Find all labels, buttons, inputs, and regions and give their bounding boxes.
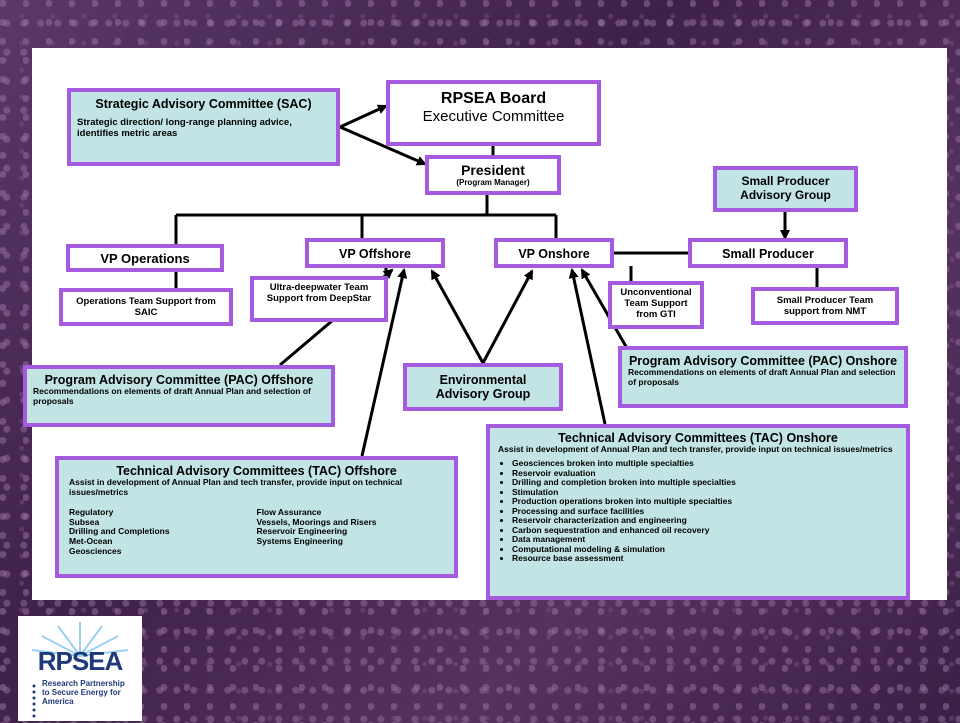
tac-offshore-item: Systems Engineering	[256, 536, 343, 547]
tac-onshore-item: Reservoir evaluation	[512, 468, 898, 479]
pac-offshore-desc: Recommendations on elements of draft Ann…	[33, 386, 311, 407]
vp-operations-box: VP Operations	[66, 244, 224, 272]
tac-offshore-arrow	[360, 268, 408, 457]
ops-support-box: Operations Team Support from SAIC	[59, 288, 233, 326]
tac-offshore-item: Subsea	[69, 516, 100, 527]
tac-onshore-item: Data management	[512, 535, 898, 545]
sac-desc: Strategic direction/ long-range planning…	[77, 117, 292, 140]
environmental-title: Environmental Advisory Group	[435, 373, 531, 402]
tac-onshore-item: Carbon sequestration and enhanced oil re…	[512, 525, 898, 536]
board-box: RPSEA Board Executive Committee	[386, 80, 601, 146]
tac-offshore-desc: Assist in development of Annual Plan and…	[69, 477, 403, 498]
rpsea-tagline: Research Partnership to Secure Energy fo…	[42, 679, 125, 707]
deepstar-support-title: Ultra-deepwater Team Support from DeepSt…	[266, 282, 372, 304]
tac-onshore-title: Technical Advisory Committees (TAC) Onsh…	[558, 431, 838, 445]
tac-offshore-item: Reservoir Engineering	[256, 526, 348, 537]
tac-onshore-item: Drilling and completion broken into mult…	[512, 478, 898, 488]
rpsea-wordmark: RPSEA	[37, 646, 124, 676]
president-title: President	[461, 162, 525, 178]
pac-offshore-title: Program Advisory Committee (PAC) Offshor…	[44, 373, 314, 387]
gti-support-box: Unconventional Team Support from GTI	[608, 281, 704, 329]
pac-onshore-desc: Recommendations on elements of draft Ann…	[628, 367, 896, 388]
board-title: RPSEA Board	[440, 90, 547, 107]
tac-onshore-box: Technical Advisory Committees (TAC) Onsh…	[486, 424, 910, 600]
pac-onshore-box: Program Advisory Committee (PAC) Onshore…	[618, 346, 908, 408]
small-producer-advisory-title: Small Producer Advisory Group	[740, 174, 831, 202]
tac-onshore-item: Stimulation	[512, 487, 898, 498]
tac-offshore-title: Technical Advisory Committees (TAC) Offs…	[116, 464, 397, 478]
tac-offshore-columns: Regulatory Subsea Drilling and Completio…	[69, 506, 445, 557]
small-producer-title: Small Producer	[722, 247, 814, 261]
gti-support-title: Unconventional Team Support from GTI	[620, 287, 692, 320]
rpsea-logo: RPSEA Research Partnership to Secure Ene…	[18, 616, 142, 721]
pac-onshore-arrow	[580, 268, 630, 351]
tac-offshore-item: Flow Assurance	[256, 506, 322, 517]
tac-offshore-item: Regulatory	[69, 506, 114, 517]
tac-offshore-col2: Flow Assurance Vessels, Moorings and Ris…	[256, 506, 445, 557]
env-to-offshore-arrow	[430, 269, 485, 364]
tac-onshore-arrow	[568, 268, 607, 425]
president-subtitle: (Program Manager)	[456, 178, 530, 188]
pac-onshore-title: Program Advisory Committee (PAC) Onshore	[628, 354, 898, 368]
president-box: President (Program Manager)	[425, 155, 561, 195]
vp-offshore-title: VP Offshore	[338, 247, 411, 261]
tac-onshore-list: Geosciences broken into multiple special…	[498, 459, 898, 564]
tac-onshore-item: Computational modeling & simulation	[512, 544, 898, 555]
rpsea-sunburst-icon	[31, 622, 129, 718]
tac-offshore-item: Vessels, Moorings and Risers	[256, 516, 377, 527]
nmt-support-title: Small Producer Team support from NMT	[776, 295, 874, 317]
tac-offshore-item: Geosciences	[69, 545, 122, 556]
sac-title: Strategic Advisory Committee (SAC)	[95, 97, 312, 111]
vp-onshore-box: VP Onshore	[494, 238, 614, 268]
tac-offshore-item: Met-Ocean	[69, 536, 113, 547]
small-producer-box: Small Producer	[688, 238, 848, 268]
sac-box: Strategic Advisory Committee (SAC) Strat…	[67, 88, 340, 166]
vp-offshore-box: VP Offshore	[305, 238, 445, 268]
small-producer-advisory-box: Small Producer Advisory Group	[713, 166, 858, 212]
tac-onshore-item: Resource base assessment	[512, 554, 898, 564]
tac-offshore-item: Drilling and Completions	[69, 526, 170, 537]
ops-support-title: Operations Team Support from SAIC	[76, 296, 216, 318]
pac-offshore-box: Program Advisory Committee (PAC) Offshor…	[23, 365, 335, 427]
tac-onshore-item: Reservoir characterization and engineeri…	[512, 516, 898, 526]
nmt-support-box: Small Producer Team support from NMT	[751, 287, 899, 325]
sac-to-president-arrow	[339, 125, 427, 166]
tac-onshore-item: Processing and surface facilities	[512, 506, 898, 517]
vp-operations-title: VP Operations	[100, 251, 190, 266]
sac-to-board-arrow	[339, 104, 388, 129]
env-to-onshore-arrow	[481, 269, 534, 364]
tac-onshore-desc: Assist in development of Annual Plan and…	[498, 444, 893, 455]
vp-onshore-title: VP Onshore	[518, 247, 590, 261]
environmental-box: Environmental Advisory Group	[403, 363, 563, 411]
tac-offshore-box: Technical Advisory Committees (TAC) Offs…	[55, 456, 458, 578]
tac-offshore-col1: Regulatory Subsea Drilling and Completio…	[69, 506, 257, 557]
deepstar-support-box: Ultra-deepwater Team Support from DeepSt…	[250, 276, 388, 322]
tac-onshore-item: Geosciences broken into multiple special…	[512, 459, 898, 469]
tac-onshore-item: Production operations broken into multip…	[512, 497, 898, 507]
board-subtitle: Executive Committee	[422, 108, 565, 126]
